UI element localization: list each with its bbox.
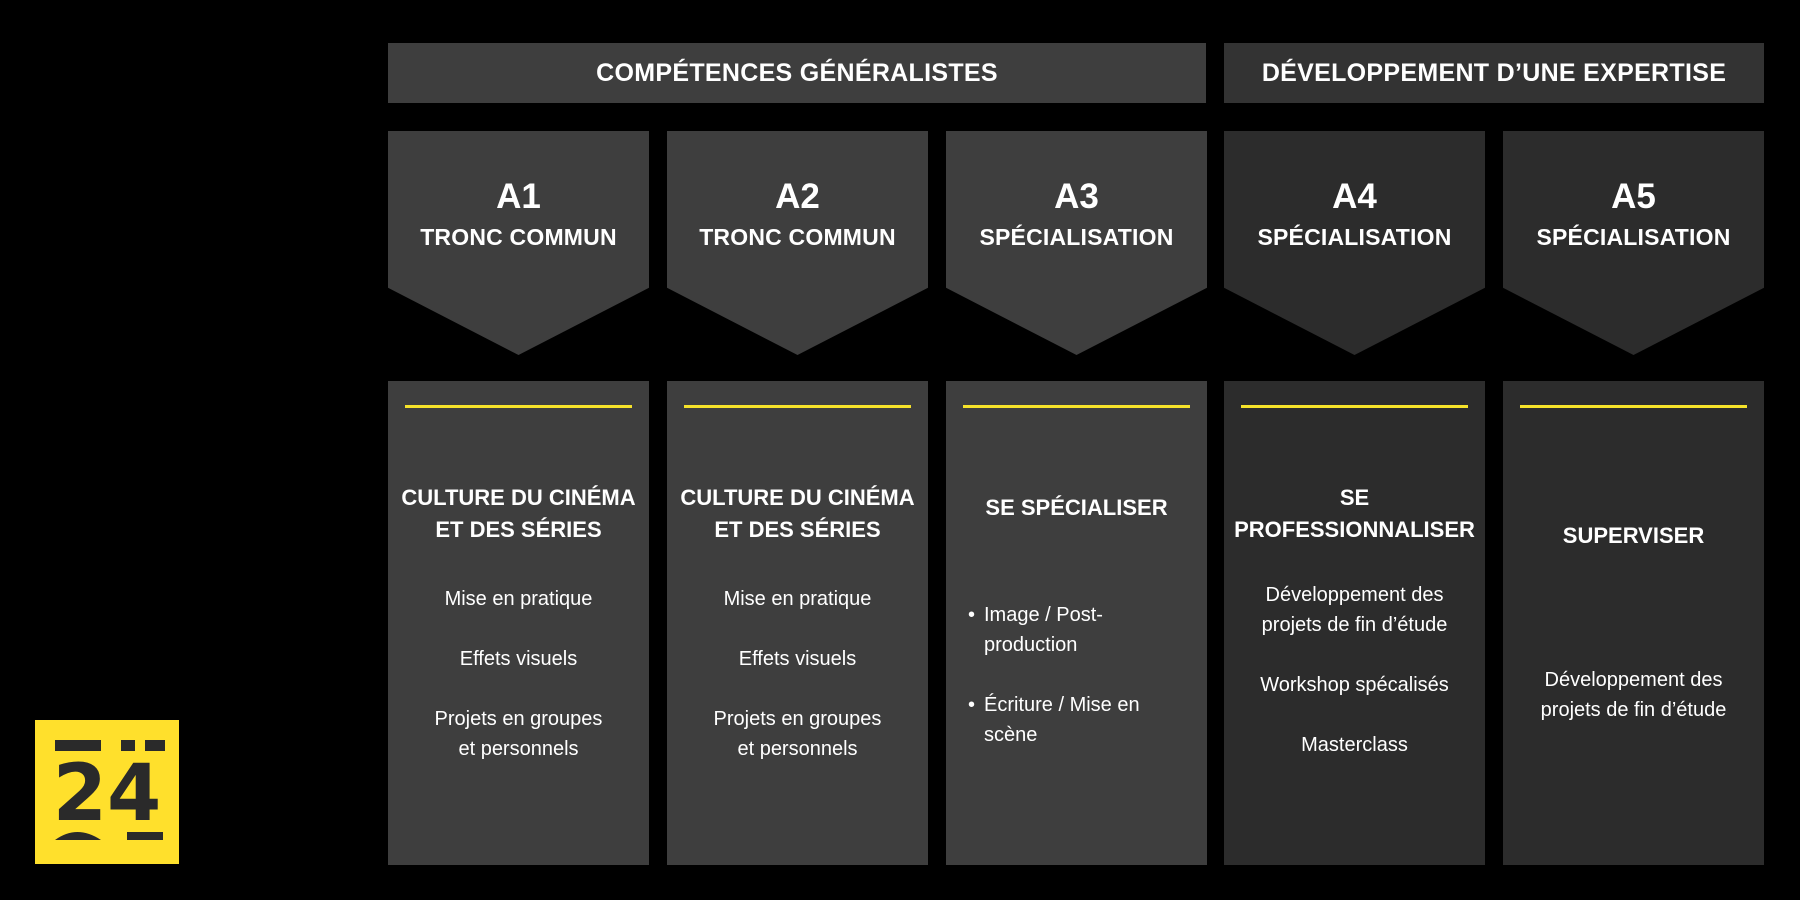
bullet-text: Image / Post- production <box>984 600 1103 660</box>
column-item: Effets visuels <box>738 648 857 670</box>
banner-expertise-development: DÉVELOPPEMENT D’UNE EXPERTISE <box>1224 43 1764 103</box>
accent-rule <box>405 405 632 408</box>
year-stage: SPÉCIALISATION <box>1536 224 1731 250</box>
column-a4: SE PROFESSIONNALISER Développement des p… <box>1224 381 1485 865</box>
heading-line: PROFESSIONNALISER <box>1234 517 1475 542</box>
column-item: et personnels <box>737 738 858 760</box>
column-a1: CULTURE DU CINÉMA ET DES SÉRIES Mise en … <box>388 381 649 865</box>
heading-line: ET DES SÉRIES <box>435 517 602 542</box>
heading-line: CULTURE DU CINÉMA <box>680 485 915 510</box>
year-arrow-a1: A1 TRONC COMMUN <box>388 131 649 355</box>
column-item: Effets visuels <box>459 648 578 670</box>
year-arrow-a2: A2 TRONC COMMUN <box>667 131 928 355</box>
year-code: A1 <box>496 177 541 216</box>
column-heading: CULTURE DU CINÉMA ET DES SÉRIES <box>394 482 643 546</box>
bullet-dot: • <box>968 694 976 716</box>
year-code: A3 <box>1054 177 1099 216</box>
column-bullet: • Image / Post- production <box>968 600 1195 660</box>
banner-generalist-skills: COMPÉTENCES GÉNÉRALISTES <box>388 43 1206 103</box>
accent-rule <box>963 405 1190 408</box>
column-item: Masterclass <box>1301 734 1408 756</box>
column-heading: CULTURE DU CINÉMA ET DES SÉRIES <box>673 482 922 546</box>
accent-rule <box>1520 405 1747 408</box>
column-item: Mise en pratique <box>723 588 872 610</box>
column-heading: SE PROFESSIONNALISER <box>1230 482 1479 546</box>
year-code: A2 <box>775 177 820 216</box>
column-bullet: • Écriture / Mise en scène <box>968 690 1195 750</box>
column-item: Projets en groupes <box>713 708 882 730</box>
bullet-line: scène <box>984 724 1038 746</box>
column-a2: CULTURE DU CINÉMA ET DES SÉRIES Mise en … <box>667 381 928 865</box>
bullet-dot: • <box>968 604 976 626</box>
column-heading: SE SPÉCIALISER <box>952 492 1201 524</box>
bullet-line: Image / Post- <box>984 604 1103 626</box>
logo-mark-icon: 24 <box>53 740 165 840</box>
year-code: A4 <box>1332 177 1377 216</box>
column-item: Mise en pratique <box>444 588 593 610</box>
column-item: projets de fin d’étude <box>1261 614 1448 636</box>
brand-logo: 24 <box>35 720 179 864</box>
column-a3: SE SPÉCIALISER • Image / Post- productio… <box>946 381 1207 865</box>
heading-line: ET DES SÉRIES <box>714 517 881 542</box>
bullet-line: production <box>984 634 1078 656</box>
year-code: A5 <box>1611 177 1656 216</box>
accent-rule <box>1241 405 1468 408</box>
column-item: Développement des <box>1544 669 1723 691</box>
year-arrow-a4: A4 SPÉCIALISATION <box>1224 131 1485 355</box>
year-stage: TRONC COMMUN <box>699 224 896 250</box>
heading-line: SE SPÉCIALISER <box>985 495 1168 520</box>
heading-line: SUPERVISER <box>1562 523 1705 548</box>
column-item: Workshop spécalisés <box>1260 674 1449 696</box>
year-arrow-a5: A5 SPÉCIALISATION <box>1503 131 1764 355</box>
accent-rule <box>684 405 911 408</box>
year-stage: TRONC COMMUN <box>420 224 617 250</box>
column-item: et personnels <box>458 738 579 760</box>
heading-line: SE <box>1339 485 1370 510</box>
bullet-line: Écriture / Mise en <box>984 694 1140 716</box>
column-a5: SUPERVISER Développement des projets de … <box>1503 381 1764 865</box>
logo-text: 24 <box>53 749 162 839</box>
heading-line: CULTURE DU CINÉMA <box>401 485 636 510</box>
year-stage: SPÉCIALISATION <box>979 224 1174 250</box>
year-arrow-a3: A3 SPÉCIALISATION <box>946 131 1207 355</box>
column-item: Développement des <box>1265 584 1444 606</box>
column-item: Projets en groupes <box>434 708 603 730</box>
year-stage: SPÉCIALISATION <box>1257 224 1452 250</box>
column-heading: SUPERVISER <box>1509 520 1758 552</box>
column-item: projets de fin d’étude <box>1540 699 1727 721</box>
bullet-text: Écriture / Mise en scène <box>984 690 1140 750</box>
